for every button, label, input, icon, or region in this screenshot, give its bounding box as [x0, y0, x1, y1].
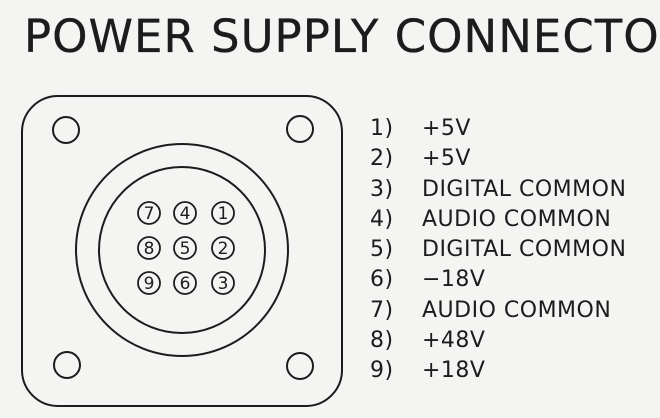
pin-number: 8) [370, 328, 394, 354]
connector-flange [21, 95, 343, 407]
pin-assignment-list: 1) +5V 2) +5V 3) DIGITAL COMMON 4) AUDIO COM… [370, 114, 626, 387]
connector-pin: 8 [137, 236, 161, 260]
pin-number: 2) [370, 146, 394, 172]
pin-circle [173, 236, 197, 260]
pin-circle [173, 271, 197, 295]
pin-assignment-item: 6) −18V [370, 265, 626, 295]
pin-number: 5) [370, 237, 394, 263]
pin-circle [211, 236, 235, 260]
pin-signal: DIGITAL COMMON [422, 176, 627, 202]
pin-assignment-item: 2) +5V [370, 144, 626, 174]
pin-signal: AUDIO COMMON [422, 297, 612, 323]
pin-circle [137, 271, 161, 295]
pin-assignment-item: 7) AUDIO COMMON [370, 296, 626, 326]
pin-number-label: 6 [180, 274, 191, 294]
pin-number: 6) [370, 267, 394, 293]
connector-pin: 3 [211, 271, 235, 295]
connector-pin: 9 [137, 271, 161, 295]
pin-number-label: 4 [180, 204, 191, 224]
pin-assignment-item: 1) +5V [370, 114, 626, 144]
pin-circle [211, 271, 235, 295]
pin-number-label: 3 [218, 274, 229, 294]
pin-number: 9) [370, 358, 394, 384]
pin-circle [137, 201, 161, 225]
pin-number-label: 7 [144, 204, 155, 224]
pin-number: 4) [370, 206, 394, 232]
connector-pin: 4 [173, 201, 197, 225]
pin-assignment-item: 4) AUDIO COMMON [370, 205, 626, 235]
pin-number-label: 5 [180, 239, 191, 259]
pin-number-label: 2 [218, 239, 229, 259]
pin-assignment-item: 5) DIGITAL COMMON [370, 235, 626, 265]
mounting-hole-top-left [52, 116, 80, 144]
mounting-hole-top-right [286, 115, 314, 143]
pin-circle [173, 201, 197, 225]
pin-signal: +48V [422, 328, 486, 354]
connector-pin: 7 [137, 201, 161, 225]
mounting-hole-bottom-right [286, 352, 314, 380]
connector-pin: 5 [173, 236, 197, 260]
pin-signal: AUDIO COMMON [422, 206, 612, 232]
pin-signal: −18V [422, 267, 486, 293]
pin-number-label: 9 [144, 274, 155, 294]
pin-circle [137, 236, 161, 260]
pin-number-label: 8 [144, 239, 155, 259]
diagram-title: POWER SUPPLY CONNECTOR [24, 10, 660, 63]
pin-signal: DIGITAL COMMON [422, 237, 627, 263]
pin-circle [211, 201, 235, 225]
connector-pin: 6 [173, 271, 197, 295]
receptacle-outer-ring [75, 143, 289, 357]
connector-pin: 2 [211, 236, 235, 260]
pin-assignment-item: 9) +18V [370, 356, 626, 386]
pin-signal: +5V [422, 116, 471, 141]
pin-signal: +5V [422, 146, 471, 172]
pin-number: 1) [370, 116, 394, 141]
pin-assignment-item: 3) DIGITAL COMMON [370, 175, 626, 205]
mounting-hole-bottom-left [53, 351, 81, 379]
pin-number: 3) [370, 176, 394, 202]
pin-signal: +18V [422, 358, 486, 384]
pin-assignment-item: 8) +48V [370, 326, 626, 356]
receptacle-inner-ring [98, 166, 266, 334]
connector-pin: 1 [211, 201, 235, 225]
pin-number: 7) [370, 297, 394, 323]
pin-number-label: 1 [218, 204, 229, 224]
